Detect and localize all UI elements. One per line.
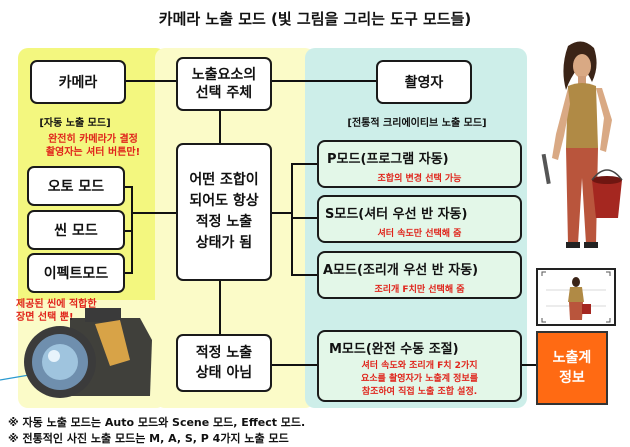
auto-mode-text: 오토 모드	[47, 179, 105, 195]
exposure-info-box: 노출계 정보	[536, 331, 608, 405]
auto-mode-box: 오토 모드	[27, 166, 125, 206]
p-mode-title: P모드(프로그램 자동)	[327, 152, 449, 167]
center-line2: 되어도 항상	[189, 193, 259, 209]
scene-mode-note: 제공된 씬에 적합한 장면 선택 뿐!	[16, 298, 166, 324]
not-proper-box: 적정 노출 상태 아님	[176, 334, 272, 392]
photographer-box: 촬영자	[376, 60, 472, 104]
exposure-line2: 정보	[559, 370, 585, 386]
center-line3: 적정 노출	[195, 214, 253, 230]
exposure-line1: 노출계	[552, 350, 592, 366]
scene-mode-box: 씬 모드	[27, 210, 125, 250]
m-desc-line3: 참조하여 직접 노출 조합 설정.	[361, 387, 478, 397]
center-line4: 상태가 됨	[195, 235, 253, 251]
scene-note-line1: 제공된 씬에 적합한	[16, 299, 97, 310]
scene-mode-text: 씬 모드	[54, 223, 98, 239]
p-mode-box: P모드(프로그램 자동) 조합의 변경 선택 가능	[317, 140, 522, 188]
viewfinder-illustration	[536, 268, 616, 326]
auto-note-line2: 촬영자는 셔터 버튼만!	[45, 147, 141, 158]
photographer-label: 촬영자	[404, 75, 444, 91]
not-proper-line2: 상태 아님	[195, 365, 253, 381]
s-mode-desc: 셔터 속도만 선택해 줌	[377, 229, 462, 239]
s-mode-box: S모드(셔터 우선 반 자동) 셔터 속도만 선택해 줌	[317, 195, 522, 243]
choice-subject-line2: 선택 주체	[195, 85, 253, 101]
m-mode-title: M모드(완전 수동 조절)	[329, 342, 459, 357]
camera-illustration	[0, 308, 152, 398]
auto-mode-note: 완전히 카메라가 결정 촬영자는 셔터 버튼만!	[18, 133, 168, 159]
m-mode-box: M모드(완전 수동 조절) 셔터 속도와 조리개 F치 2가지 요소를 촬영자가…	[317, 330, 522, 402]
choice-subject-box: 노출요소의 선택 주체	[176, 57, 272, 111]
effect-mode-box: 이펙트모드	[27, 253, 125, 293]
p-mode-desc: 조합의 변경 선택 가능	[377, 174, 462, 184]
camera-label: 카메라	[58, 75, 98, 91]
a-mode-box: A모드(조리개 우선 반 자동) 조리개 F치만 선택해 줌	[317, 251, 522, 299]
s-mode-title: S모드(셔터 우선 반 자동)	[325, 207, 468, 222]
m-mode-desc: 셔터 속도와 조리개 F치 2가지 요소를 촬영자가 노출계 정보를 참조하여 …	[319, 360, 520, 399]
a-mode-title: A모드(조리개 우선 반 자동)	[323, 263, 479, 278]
auto-mode-label: [자동 노출 모드]	[39, 118, 111, 129]
photographer-illustration	[541, 41, 623, 248]
a-mode-desc: 조리개 F치만 선택해 줌	[374, 285, 465, 295]
m-desc-line2: 요소를 촬영자가 노출계 정보를	[360, 374, 479, 384]
footnote-2: ※ 전통적인 사진 노출 모드는 M, A, S, P 4가지 노출 모드	[8, 432, 289, 445]
m-desc-line1: 셔터 속도와 조리개 F치 2가지	[361, 361, 478, 371]
auto-note-line1: 완전히 카메라가 결정	[48, 134, 138, 145]
scene-note-line2: 장면 선택 뿐!	[16, 312, 74, 323]
center-line1: 어떤 조합이	[189, 172, 259, 188]
always-proper-box: 어떤 조합이 되어도 항상 적정 노출 상태가 됨	[176, 143, 272, 281]
footnote-1: ※ 자동 노출 모드는 Auto 모드와 Scene 모드, Effect 모드…	[8, 416, 306, 429]
page-title: 카메라 노출 모드 (빛 그림을 그리는 도구 모드들)	[158, 10, 472, 28]
effect-mode-text: 이펙트모드	[43, 266, 109, 282]
choice-subject-line1: 노출요소의	[191, 67, 257, 83]
not-proper-line1: 적정 노출	[195, 345, 253, 361]
traditional-mode-label: [전통적 크리에이티브 노출 모드]	[347, 118, 487, 129]
camera-box: 카메라	[30, 60, 126, 104]
